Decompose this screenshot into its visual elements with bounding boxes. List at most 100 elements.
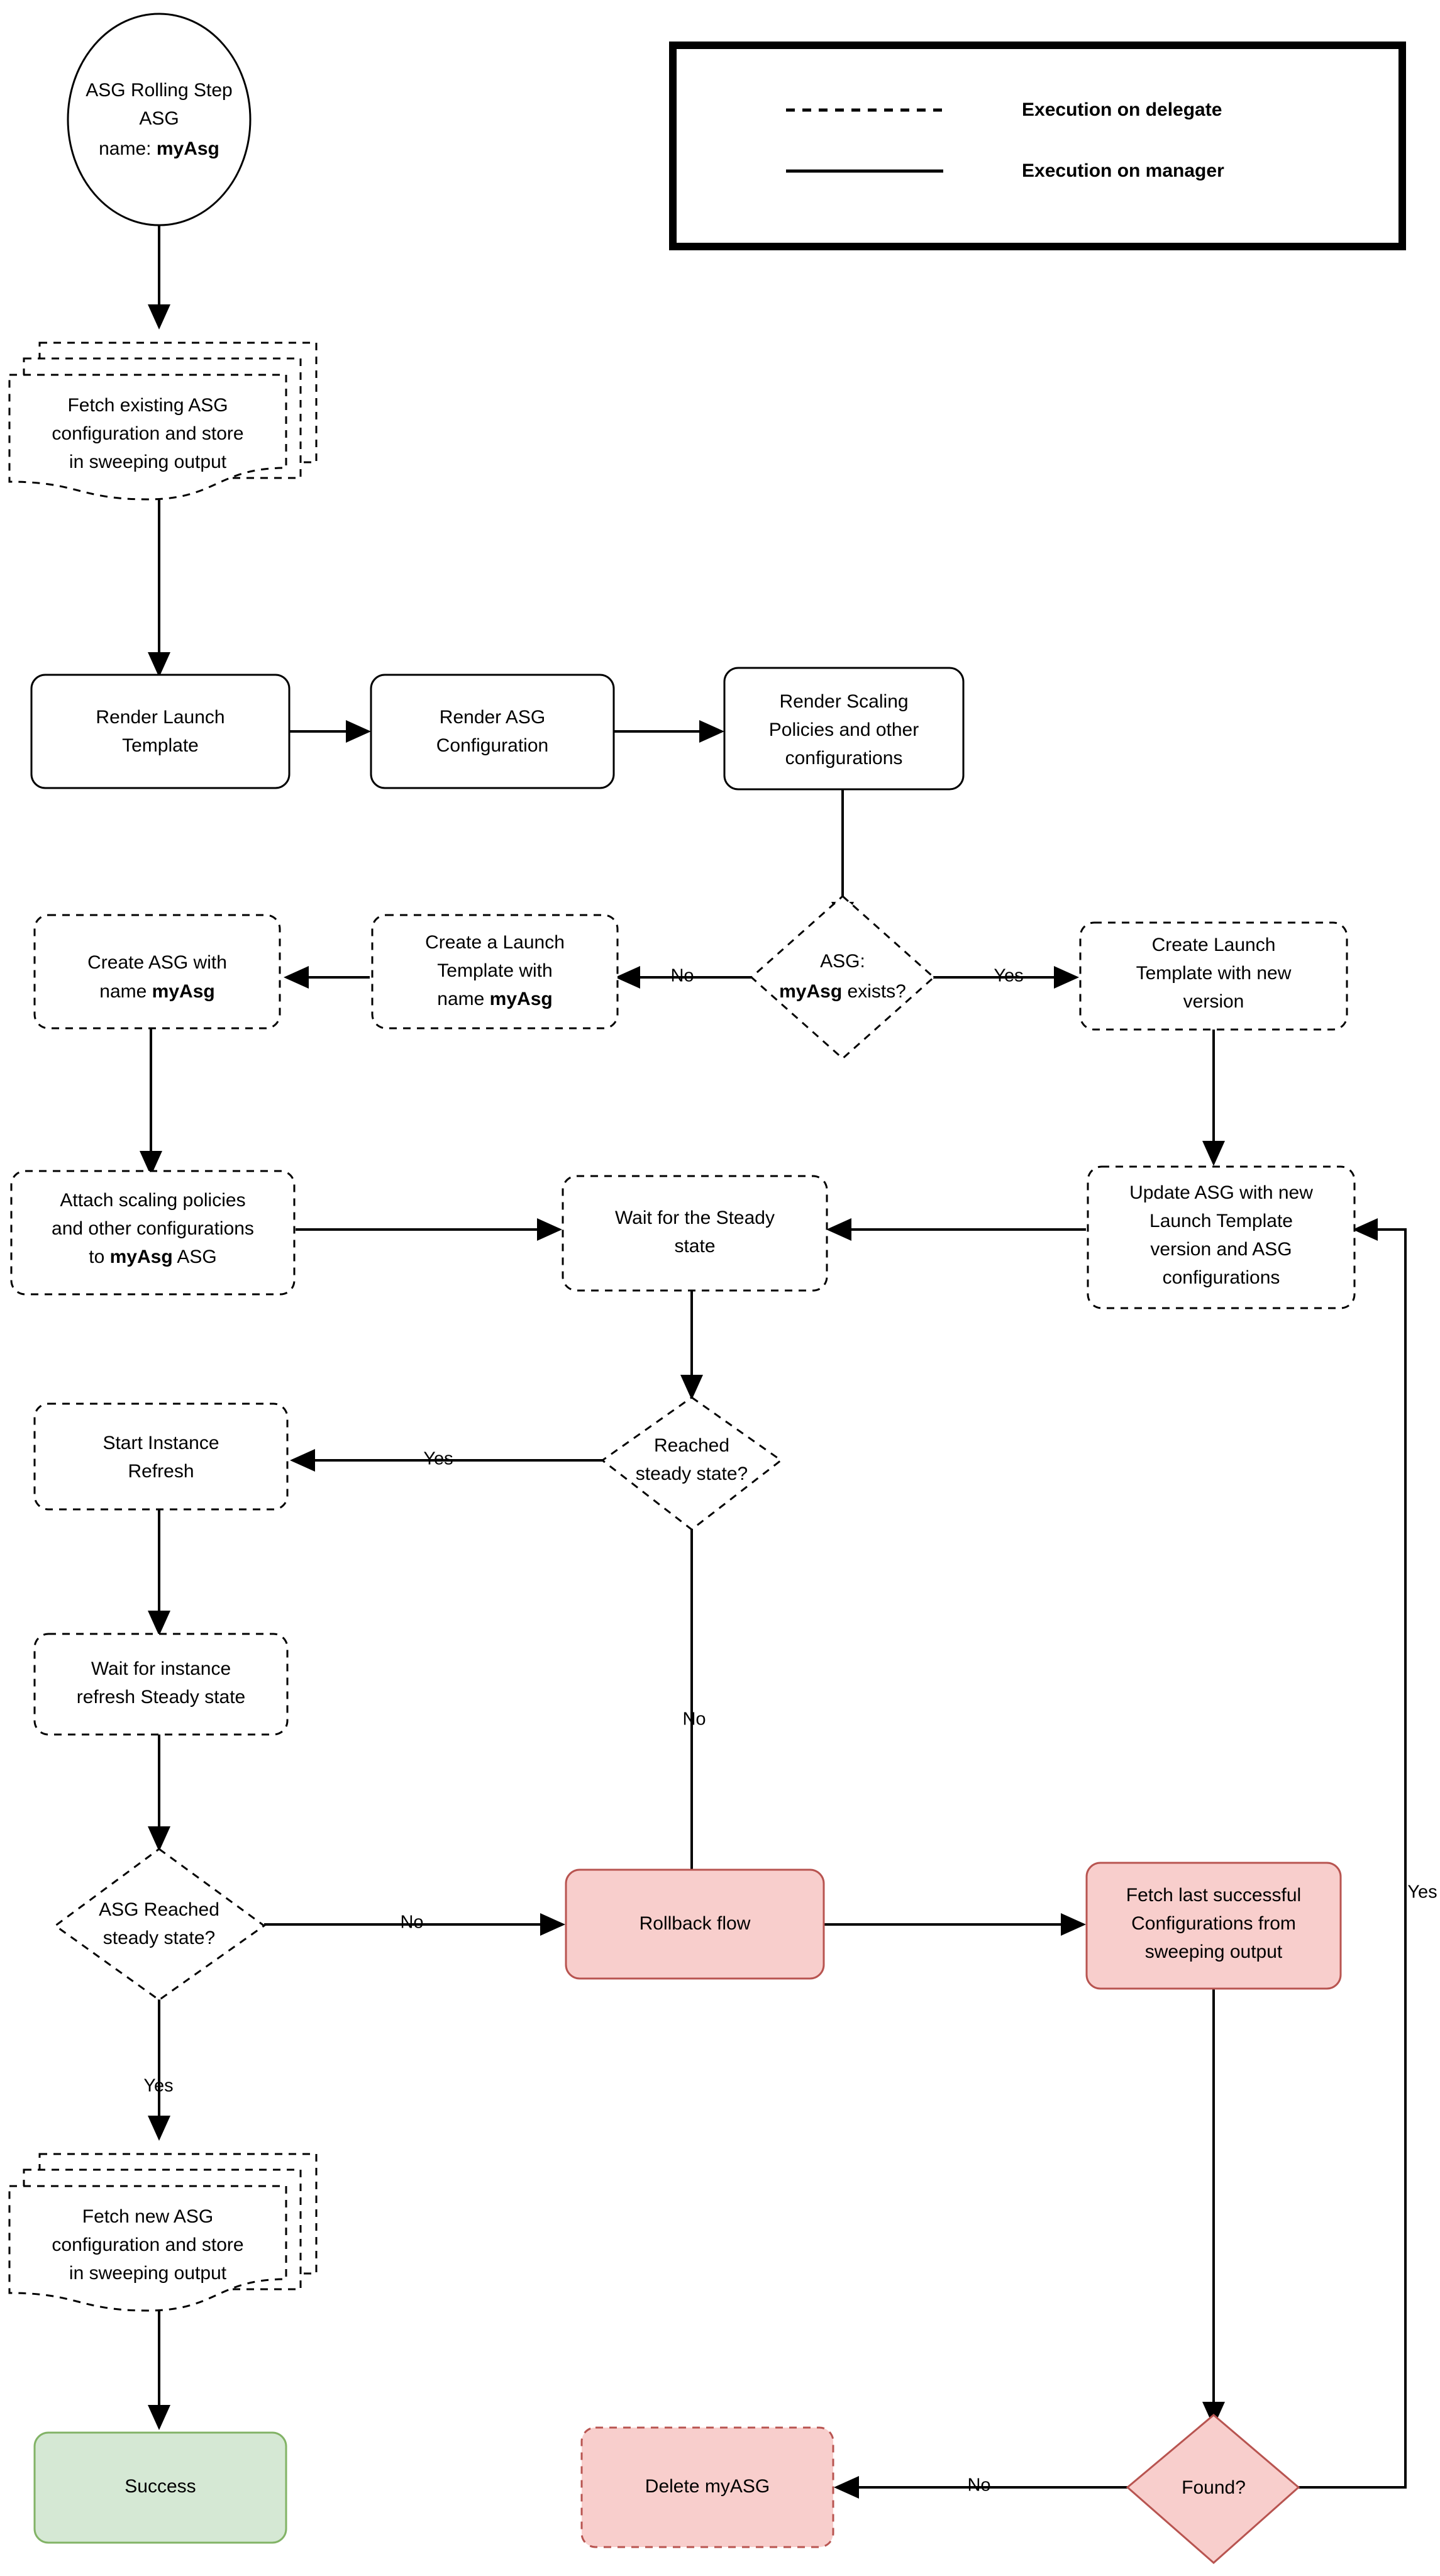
edge-label-reached-yes: Yes — [423, 1449, 453, 1469]
wait-steady-line-2: state — [674, 1236, 715, 1257]
reached-steady-state-diamond[interactable] — [601, 1396, 783, 1531]
update-asg-line-4: configurations — [1163, 1267, 1280, 1288]
node-create-launch-template-new-version[interactable]: Create Launch Template with new version — [1079, 921, 1348, 1031]
asg-exists-line-2: myAsg exists? — [779, 981, 906, 1002]
render-scaling-policies-line-2: Policies and other — [769, 719, 919, 740]
asg-reached-steady-diamond[interactable] — [53, 1848, 266, 2001]
edge-found-yes-to-updateasg — [1299, 1218, 1407, 2489]
node-fetch-existing-asg[interactable]: Fetch existing ASG configuration and sto… — [8, 341, 318, 501]
asg-reached-steady-line-1: ASG Reached — [99, 1899, 219, 1920]
attach-scaling-line-2: and other configurations — [52, 1218, 254, 1239]
fetch-last-successful-line-2: Configurations from — [1131, 1913, 1296, 1934]
start-ellipse[interactable] — [67, 13, 252, 226]
node-fetch-new-asg[interactable]: Fetch new ASG configuration and store in… — [8, 2153, 318, 2312]
fetch-existing-doc-front — [8, 374, 287, 501]
node-asg-exists-decision[interactable]: ASG: myAsg exists? — [750, 894, 936, 1060]
start-instance-refresh-line-2: Refresh — [128, 1461, 194, 1482]
fetch-existing-line-2: configuration and store — [52, 423, 243, 444]
node-create-asg[interactable]: Create ASG with name myAsg — [33, 914, 281, 1030]
start-instance-refresh-line-1: Start Instance — [102, 1433, 219, 1453]
wait-instance-refresh-line-1: Wait for instance — [91, 1658, 231, 1679]
success-box[interactable] — [33, 2431, 287, 2544]
update-asg-line-1: Update ASG with new — [1129, 1182, 1313, 1203]
create-asg-line-2: name myAsg — [99, 981, 214, 1002]
success-label: Success — [125, 2476, 196, 2497]
node-found-decision[interactable]: Found? — [1126, 2414, 1300, 2565]
node-rollback-flow[interactable]: Rollback flow — [565, 1868, 825, 1980]
wait-instance-refresh-line-2: refresh Steady state — [77, 1687, 245, 1707]
attach-scaling-suffix: ASG — [173, 1246, 217, 1267]
node-fetch-last-successful[interactable]: Fetch last successful Configurations fro… — [1085, 1862, 1342, 1990]
start-instance-refresh-box[interactable] — [33, 1402, 289, 1511]
start-name-prefix: name: — [99, 138, 157, 159]
node-success[interactable]: Success — [33, 2431, 287, 2544]
render-launch-template-box[interactable] — [30, 674, 291, 789]
create-lt-new-line-2: Template with new — [1136, 963, 1292, 984]
edge-label-found-yes: Yes — [1407, 1882, 1437, 1902]
node-render-scaling-policies[interactable]: Render Scaling Policies and other config… — [723, 667, 965, 791]
fetch-new-line-3: in sweeping output — [69, 2263, 227, 2284]
create-launch-template-new-version-box[interactable] — [1079, 921, 1348, 1031]
asg-reached-steady-line-2: steady state? — [103, 1928, 215, 1948]
delete-myasg-box[interactable] — [580, 2426, 834, 2548]
render-scaling-policies-line-1: Render Scaling — [779, 691, 908, 712]
node-wait-instance-refresh[interactable]: Wait for instance refresh Steady state — [33, 1633, 289, 1736]
attach-scaling-prefix: to — [89, 1246, 109, 1267]
create-launch-template-named-box[interactable] — [371, 914, 619, 1030]
update-asg-line-3: version and ASG — [1150, 1239, 1292, 1260]
start-line-3: name: myAsg — [99, 138, 219, 159]
render-asg-configuration-line-1: Render ASG — [440, 707, 545, 728]
node-start[interactable]: ASG Rolling Step ASG name: myAsg — [67, 13, 252, 226]
attach-scaling-policies-box[interactable] — [10, 1170, 296, 1296]
attach-scaling-line-1: Attach scaling policies — [60, 1190, 245, 1211]
create-lt-new-line-3: version — [1183, 991, 1244, 1012]
asg-exists-name: myAsg — [779, 981, 842, 1002]
node-create-launch-template-named[interactable]: Create a Launch Template with name myAsg — [371, 914, 619, 1030]
node-start-instance-refresh[interactable]: Start Instance Refresh — [33, 1402, 289, 1511]
fetch-last-successful-line-3: sweeping output — [1145, 1941, 1283, 1962]
create-asg-box[interactable] — [33, 914, 281, 1030]
fetch-last-successful-line-1: Fetch last successful — [1126, 1885, 1301, 1906]
edge-labels: No Yes Yes No No Yes No Yes — [143, 966, 1437, 2496]
wait-instance-refresh-box[interactable] — [33, 1633, 289, 1736]
node-render-asg-configuration[interactable]: Render ASG Configuration — [370, 674, 615, 789]
render-asg-configuration-line-2: Configuration — [436, 735, 548, 756]
render-scaling-policies-box[interactable] — [723, 667, 965, 791]
update-asg-line-2: Launch Template — [1149, 1211, 1293, 1231]
fetch-new-doc-front — [8, 2185, 287, 2312]
update-asg-box[interactable] — [1087, 1165, 1356, 1309]
found-diamond[interactable] — [1126, 2414, 1300, 2565]
node-update-asg[interactable]: Update ASG with new Launch Template vers… — [1087, 1165, 1356, 1309]
edge-label-exists-no: No — [670, 966, 694, 986]
create-lt-named-prefix: name — [437, 989, 489, 1009]
fetch-last-successful-box[interactable] — [1085, 1862, 1342, 1990]
wait-steady-line-1: Wait for the Steady — [615, 1208, 775, 1228]
create-asg-prefix: name — [99, 981, 152, 1002]
fetch-new-line-2: configuration and store — [52, 2235, 243, 2255]
node-delete-myasg[interactable]: Delete myASG — [580, 2426, 834, 2548]
node-reached-steady-state-decision[interactable]: Reached steady state? — [601, 1396, 783, 1531]
edge-label-reached-no: No — [682, 1709, 706, 1729]
rollback-flow-box[interactable] — [565, 1868, 825, 1980]
node-attach-scaling-policies[interactable]: Attach scaling policies and other config… — [10, 1170, 296, 1296]
asg-exists-rest: exists? — [842, 981, 906, 1002]
found-label: Found? — [1182, 2477, 1246, 2498]
fetch-existing-line-3: in sweeping output — [69, 452, 227, 472]
asg-exists-diamond[interactable] — [750, 894, 936, 1060]
render-launch-template-line-1: Render Launch — [96, 707, 224, 728]
reached-steady-line-1: Reached — [654, 1435, 729, 1456]
attach-scaling-line-3: to myAsg ASG — [89, 1246, 216, 1267]
render-asg-configuration-box[interactable] — [370, 674, 615, 789]
wait-steady-state-box[interactable] — [562, 1175, 828, 1292]
create-asg-value: myAsg — [152, 981, 215, 1002]
reached-steady-line-2: steady state? — [636, 1463, 748, 1484]
delete-myasg-label: Delete myASG — [645, 2476, 770, 2497]
create-lt-named-value: myAsg — [490, 989, 553, 1009]
render-launch-template-line-2: Template — [122, 735, 199, 756]
node-asg-reached-steady-decision[interactable]: ASG Reached steady state? — [53, 1848, 266, 2001]
node-render-launch-template[interactable]: Render Launch Template — [30, 674, 291, 789]
create-asg-line-1: Create ASG with — [87, 952, 227, 973]
create-lt-new-line-1: Create Launch — [1152, 935, 1276, 955]
node-wait-steady-state[interactable]: Wait for the Steady state — [562, 1175, 828, 1292]
